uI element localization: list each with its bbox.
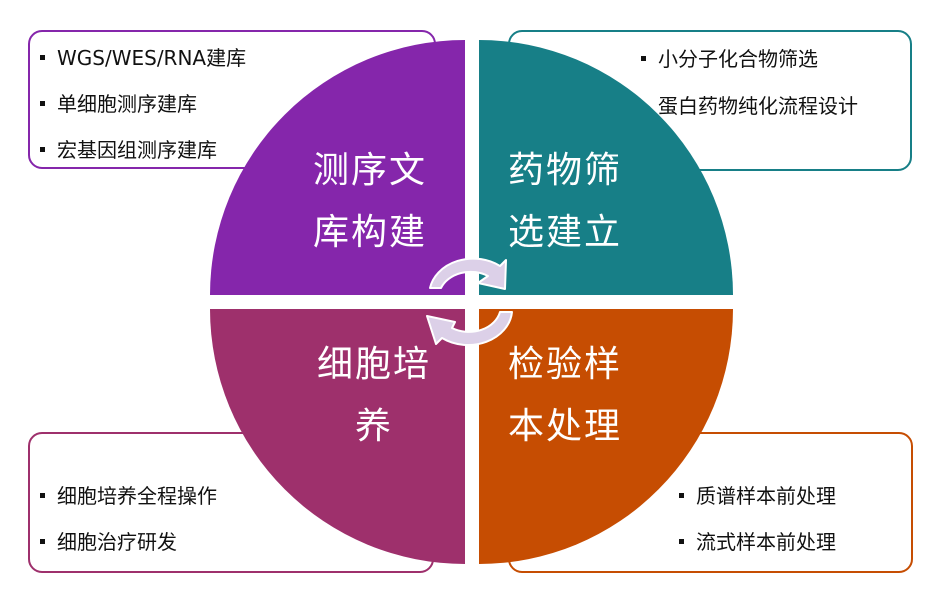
sequencing-title: 测序文 库构建 [313, 140, 427, 264]
bullet-icon [40, 147, 45, 152]
bullet-icon [40, 493, 45, 498]
list-item: 蛋白药物纯化流程设计 [658, 94, 858, 118]
item-text: 流式样本前处理 [696, 530, 836, 554]
drug-screening-title-line2: 选建立 [508, 212, 623, 253]
list-item: WGS/WES/RNA建库 [40, 46, 246, 70]
item-text: 单细胞测序建库 [57, 92, 197, 116]
bullet-icon [40, 55, 45, 60]
quadrant-sample-processing [479, 309, 733, 564]
cell-culture-title-line2: 养 [354, 406, 393, 447]
bullet-icon [40, 539, 45, 544]
list-item: 细胞治疗研发 [40, 530, 177, 554]
sample-processing-title-line2: 本处理 [508, 406, 623, 447]
list-item: 宏基因组测序建库 [40, 138, 217, 162]
cycle-arrows-icon [426, 257, 513, 347]
item-text: 质谱样本前处理 [696, 484, 836, 508]
item-text: 细胞培养全程操作 [57, 484, 217, 508]
sample-processing-title: 检验样 本处理 [508, 334, 622, 458]
item-text: 蛋白药物纯化流程设计 [658, 94, 858, 118]
quadrant-drug-screening [479, 40, 733, 295]
list-item: 细胞培养全程操作 [40, 484, 217, 508]
quadrant-sequencing [210, 40, 465, 295]
bullet-icon [679, 539, 684, 544]
item-text: 宏基因组测序建库 [57, 138, 217, 162]
list-item: 质谱样本前处理 [679, 484, 836, 508]
item-text: WGS/WES/RNA建库 [57, 46, 247, 70]
bullet-icon [40, 101, 45, 106]
item-text: 细胞治疗研发 [57, 530, 177, 554]
item-text: 小分子化合物筛选 [658, 47, 818, 71]
bullet-icon [641, 56, 646, 61]
sequencing-title-line1: 测序文 [313, 150, 428, 191]
drug-screening-title: 药物筛 选建立 [508, 140, 622, 264]
list-item: 小分子化合物筛选 [641, 47, 818, 71]
list-item: 单细胞测序建库 [40, 92, 197, 116]
cell-culture-title: 细胞培 养 [313, 334, 435, 458]
drug-screening-title-line1: 药物筛 [508, 150, 623, 191]
list-item: 流式样本前处理 [679, 530, 836, 554]
bullet-icon [679, 493, 684, 498]
quadrant-cell-culture [210, 309, 465, 564]
cell-culture-title-line1: 细胞培 [316, 344, 431, 385]
sequencing-title-line2: 库构建 [313, 212, 428, 253]
sample-processing-title-line1: 检验样 [508, 344, 623, 385]
